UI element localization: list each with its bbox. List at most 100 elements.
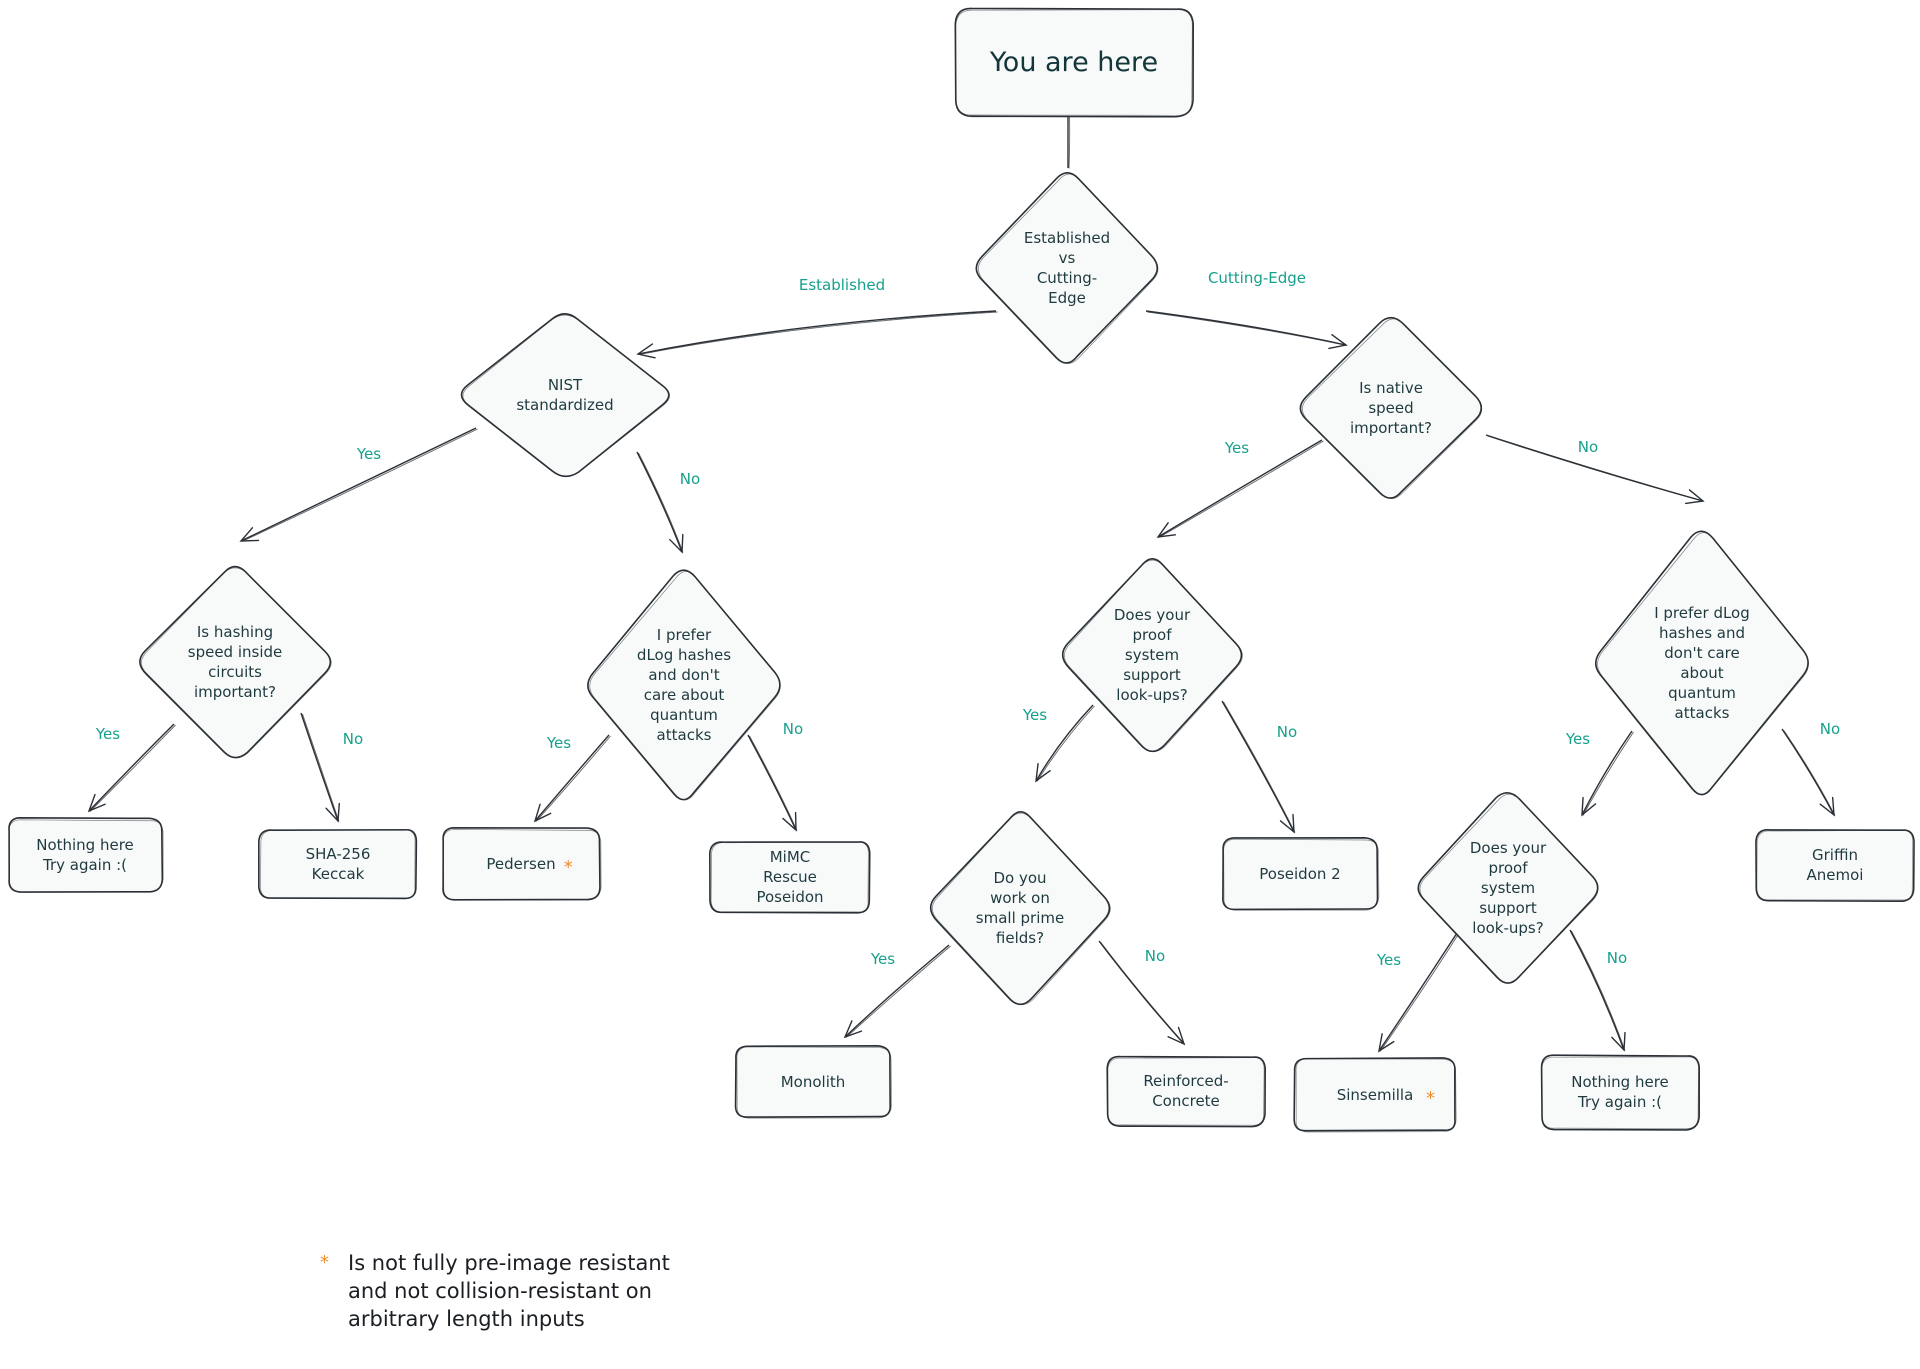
shape-sketch-stroke [955,9,1193,116]
edge-q_dlog_left-to-r_pedersen [533,734,611,823]
result-box [1540,1054,1700,1131]
shape-sketch-stroke [736,1046,892,1119]
node-label-line: fields? [996,929,1044,947]
edge-q_lookups_right-to-r_sinsemilla [1378,932,1459,1053]
edge-q_hash_speed-to-r_nothing_1 [87,723,176,813]
arrowhead-icon [87,793,106,813]
arrowhead-icon [1819,796,1835,817]
node-label-line: dLog hashes [637,646,731,664]
shape-sketch-stroke [1302,318,1483,499]
edge-label: No [1277,723,1297,741]
shape-sketch-stroke [1419,793,1599,984]
shape-sketch-stroke [710,841,869,913]
node-label-line: proof [1133,626,1173,644]
edge-label: No [343,730,363,748]
edge-label: Established [799,276,885,294]
node-label-line: standardized [516,396,613,414]
shape-sketch-stroke [1541,1056,1699,1129]
node-label-line: small prime [976,909,1064,927]
node-label-line: Try again :( [42,856,127,874]
result-box [1106,1055,1266,1128]
node-label-line: system [1481,879,1535,897]
shape-sketch-stroke [589,571,781,801]
node-label-line: Concrete [1152,1092,1220,1110]
node-label-line: Is hashing [197,623,273,641]
edge-label: No [783,720,803,738]
edge-line-sketch [302,713,340,822]
edge-line-sketch [638,311,998,355]
edge-label: No [1820,720,1840,738]
edge-q_established-to-q_nist [636,310,998,359]
footnote-line: Is not fully pre-image resistant [348,1251,670,1275]
node-label-line: Rescue [763,868,817,886]
edge-label: No [680,470,700,488]
shape-sketch-stroke [141,567,332,759]
node-label-line: Does your [1114,606,1191,624]
decision-diamond [1299,316,1483,499]
node-label-line: Monolith [781,1073,846,1091]
edge-line [1145,310,1347,346]
start-title: You are here [989,47,1158,78]
edge-line [88,723,175,812]
arrowhead-icon [669,533,684,554]
edge-line [637,310,997,355]
edge-line-sketch [1147,311,1348,346]
decision-diamond [460,313,670,478]
edge-q_dlog_right-to-q_lookups_right [1581,730,1634,817]
node-label-line: look-ups? [1472,919,1543,937]
node-label-line: attacks [1675,704,1730,722]
arrowhead-icon [782,811,797,832]
result-box [1755,829,1915,903]
edge-line [1781,728,1835,816]
shape-sketch-stroke [1223,838,1380,911]
node-label-line: Sinsemilla [1337,1086,1414,1104]
edge-line-sketch [1068,116,1071,169]
edge-label: Cutting-Edge [1208,269,1306,287]
edge-line [1581,730,1633,816]
decision-diamond [975,172,1159,364]
nodes-layer: You are hereEstablishedvsCutting-EdgeNIS… [8,7,1915,1133]
edge-q_small_prime-to-r_reinforced [1098,940,1186,1046]
footnote-line: arbitrary length inputs [348,1307,585,1331]
result-box [8,817,164,893]
arrowhead-icon [1611,1031,1626,1052]
node-label-line: Poseidon 2 [1259,865,1340,883]
node-label-line: I prefer dLog [1654,604,1750,622]
decision-diamond [587,569,781,801]
node-label-line: quantum [1668,684,1736,702]
edge-start-to-q_established [1067,115,1071,169]
edge-line-sketch [638,452,684,553]
edge-line [240,427,477,542]
footnote-line: and not collision-resistant on [348,1279,652,1303]
edge-q_established-to-q_native_speed [1145,310,1348,350]
edge-q_dlog_right-to-r_griffin [1781,728,1836,817]
shape-sketch-stroke [1597,532,1809,796]
edge-line [1221,700,1295,833]
arrowhead-icon [1328,334,1348,350]
node-label-line: about [1680,664,1723,682]
edge-label: Yes [1224,439,1249,457]
node-label-line: circuits [208,663,262,681]
edge-line-sketch [1379,933,1459,1052]
arrowhead-icon [1279,813,1295,834]
node-label-line: hashes and [1659,624,1745,642]
edge-line-sketch [1783,729,1836,816]
node-label-line: Reinforced- [1143,1072,1228,1090]
edge-q_nist-to-q_dlog_left [636,451,684,554]
edge-label: No [1145,947,1165,965]
node-label-line: important? [1350,419,1432,437]
edge-line [1569,929,1625,1051]
arrowhead-icon [325,802,340,823]
shape-sketch-stroke [260,829,416,899]
edge-line [1157,439,1323,538]
node-label-line: NIST [548,376,583,394]
